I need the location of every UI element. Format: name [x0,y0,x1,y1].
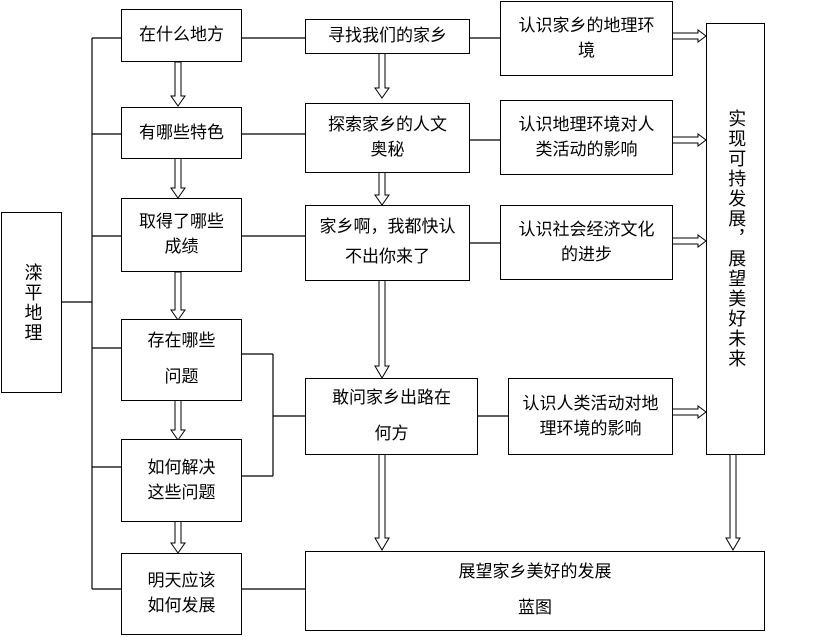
c1-box-2: 有哪些特色 [121,107,242,159]
right-title-box: 实现可持发展，展望美好未来 [706,23,765,455]
c2-box-4: 敢问家乡出路在何方 [305,378,478,455]
bottom-text: 展望家乡美好的发展蓝图 [458,562,612,618]
c1-text-6: 明天应该如何发展 [147,571,216,616]
c3-text-3: 认识社会经济文化的进步 [518,219,655,265]
c3-box-2: 认识地理环境对人类活动的影响 [500,100,673,175]
c2-text-1: 寻找我们的家乡 [328,26,447,47]
c1-box-6: 明天应该如何发展 [121,553,242,635]
arrow-c3-2 [673,133,707,147]
arrow-down-c2-2 [374,171,390,206]
arrow-down-c1-1 [170,61,186,107]
arrow-c3-3 [673,234,707,248]
c2-box-3: 家乡啊，我都快认不出你来了 [305,205,470,281]
c2-text-2: 探索家乡的人文奥秘 [328,115,447,160]
c1-text-4: 存在哪些问题 [147,331,216,387]
arrow-down-c1-4 [170,399,186,441]
c3-text-2: 认识地理环境对人类活动的影响 [518,114,655,160]
c1-box-5: 如何解决这些问题 [121,439,242,522]
c3-box-3: 认识社会经济文化的进步 [500,205,673,280]
c2-text-4: 敢问家乡出路在何方 [332,387,451,444]
arrow-c3-4 [673,405,707,419]
arrow-down-c2-3 [374,279,390,379]
c1-box-1: 在什么地方 [121,9,242,62]
bottom-box: 展望家乡美好的发展蓝图 [305,551,765,631]
arrow-down-c1-2 [170,157,186,199]
c3-text-4: 认识人类活动对地理环境的影响 [522,393,659,439]
arrow-down-c1-5 [170,520,186,554]
c1-box-4: 存在哪些问题 [121,319,242,401]
arrow-c3-1 [673,29,707,43]
c1-box-3: 取得了哪些成绩 [121,198,242,272]
left-title: 滦平地理 [21,262,43,343]
c2-text-3: 家乡啊，我都快认不出你来了 [319,217,456,267]
left-title-box: 滦平地理 [1,212,62,393]
c1-text-2: 有哪些特色 [139,122,224,143]
c3-text-1: 认识家乡的地理环境 [518,15,655,61]
c3-box-1: 认识家乡的地理环境 [500,1,673,76]
c2-box-1: 寻找我们的家乡 [305,19,470,54]
c1-text-5: 如何解决这些问题 [147,457,216,503]
arrow-down-c1-3 [170,271,186,321]
c1-text-1: 在什么地方 [139,25,224,46]
right-title: 实现可持发展，展望美好未来 [725,109,747,369]
c1-text-3: 取得了哪些成绩 [139,212,224,257]
c3-box-4: 认识人类活动对地理环境的影响 [508,378,673,455]
arrow-down-c2-1 [374,52,390,99]
c2-box-2: 探索家乡的人文奥秘 [305,103,470,173]
arrow-down-c2-4 [374,453,390,551]
arrow-down-right [725,453,741,551]
